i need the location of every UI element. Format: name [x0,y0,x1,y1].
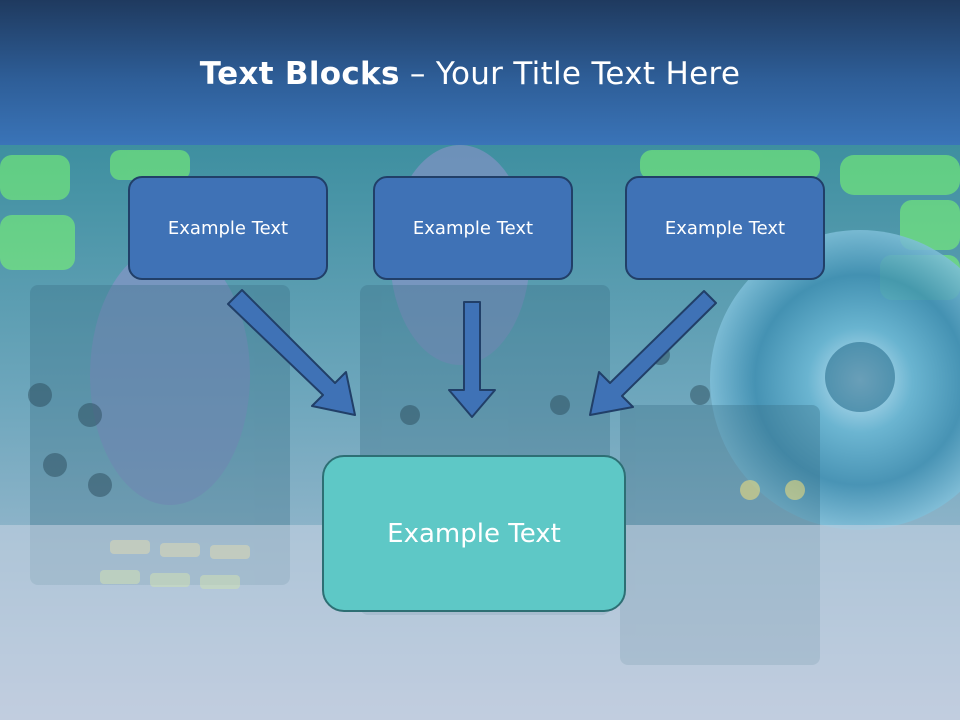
title-rest: – Your Title Text Here [399,56,741,92]
text-block-right-label: Example Text [664,217,786,239]
text-block-right[interactable]: Example Text [625,176,825,280]
text-block-left[interactable]: Example Text [128,176,328,280]
slide-title: Text Blocks – Your Title Text Here [0,56,940,92]
text-block-left-label: Example Text [167,217,289,239]
text-block-center[interactable]: Example Text [373,176,573,280]
title-band: Text Blocks – Your Title Text Here [0,0,960,145]
text-block-center-label: Example Text [412,217,534,239]
text-block-main[interactable]: Example Text [322,455,626,612]
title-bold: Text Blocks [199,56,400,92]
text-block-main-label: Example Text [387,518,561,549]
